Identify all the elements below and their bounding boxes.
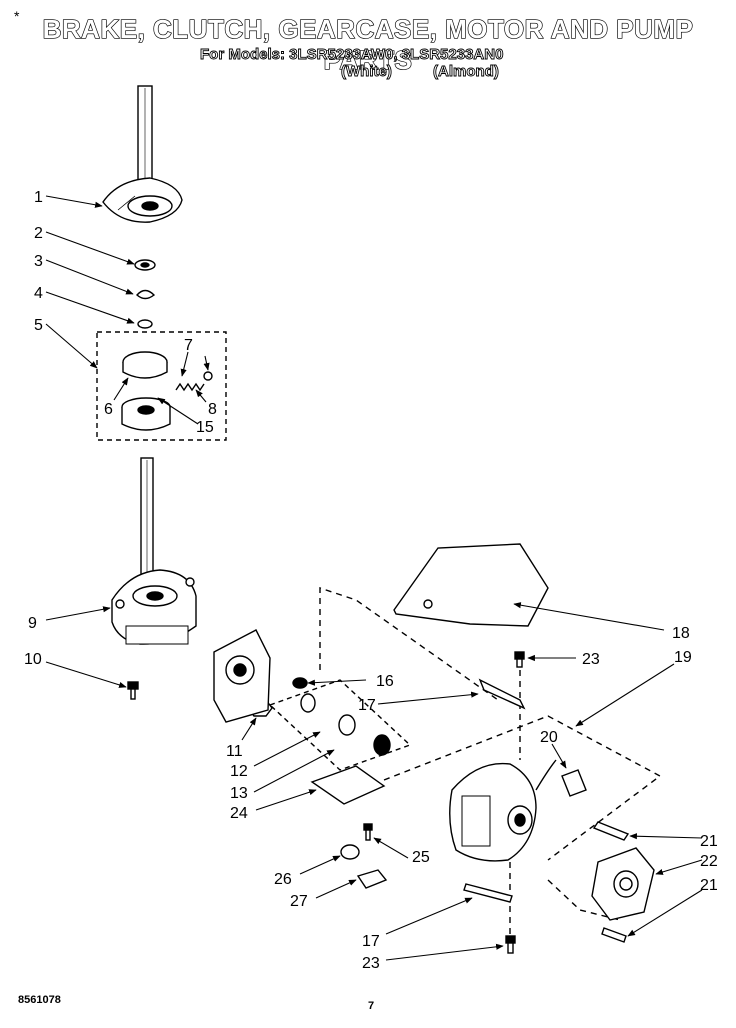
leader-lines [45, 195, 703, 961]
callout-20: 20 [540, 729, 558, 746]
clamp-part [356, 869, 388, 889]
callout-17-lower: 17 [362, 933, 380, 950]
callout-17-upper: 17 [358, 697, 376, 714]
spacer-part [340, 844, 360, 860]
callout-16: 16 [376, 673, 394, 690]
clutch-spring-part [175, 371, 213, 392]
knob-part [292, 677, 308, 689]
coupling-kit-box [268, 679, 412, 771]
connector-part [561, 769, 587, 797]
callout-15: 15 [196, 419, 214, 436]
callout-11: 11 [226, 743, 243, 760]
callout-27: 27 [290, 893, 308, 910]
clutch-kit-box [96, 331, 227, 441]
callout-2: 2 [34, 225, 43, 242]
clamp-screw-part [363, 823, 373, 841]
upper-shaft [137, 85, 153, 203]
small-washer-part [137, 319, 153, 329]
callout-26: 26 [274, 871, 292, 888]
page-number: 7 [368, 1000, 375, 1012]
callout-8: 8 [208, 401, 217, 418]
clip-part-lower [601, 927, 627, 943]
callout-18: 18 [672, 625, 690, 642]
coupling-parts [300, 693, 391, 756]
lower-strap-part [463, 883, 513, 903]
callout-3: 3 [34, 253, 43, 270]
callout-25: 25 [412, 849, 430, 866]
callout-5: 5 [34, 317, 43, 334]
callout-4: 4 [34, 285, 43, 302]
callout-22: 22 [700, 853, 718, 870]
shield-part [393, 543, 549, 627]
callout-12: 12 [230, 763, 248, 780]
callout-13: 13 [230, 785, 248, 802]
callout-9: 9 [28, 615, 37, 632]
callout-6: 6 [104, 401, 113, 418]
retaining-ring-part [136, 289, 156, 300]
clip-part [592, 821, 630, 841]
gearcase-part [111, 569, 197, 645]
callout-1: 1 [34, 189, 43, 206]
callout-24: 24 [230, 805, 248, 822]
variant-white: (White) [341, 63, 393, 81]
lower-screw-part [505, 935, 516, 954]
models-line: For Models: 3LSR5233AW0, 3LSR5233AN0 [200, 46, 504, 64]
callout-21-lower: 21 [700, 877, 718, 894]
callout-19: 19 [674, 649, 692, 666]
brake-cam-part [102, 177, 183, 223]
strap-part [478, 678, 526, 710]
callout-7: 7 [184, 337, 193, 354]
variant-almond: (Almond) [433, 63, 500, 81]
corner-mark: * [14, 8, 20, 24]
page-title: BRAKE, CLUTCH, GEARCASE, MOTOR AND PUMP … [42, 13, 694, 75]
callout-21-upper: 21 [700, 833, 718, 850]
callout-23-lower: 23 [362, 955, 380, 972]
lower-shaft [140, 457, 154, 581]
bolt-part [127, 681, 139, 700]
motor-part [449, 759, 557, 862]
clutch-band-part [122, 351, 168, 379]
drive-plate-part [213, 629, 271, 723]
clutch-part [121, 397, 171, 431]
part-number: 8561078 [18, 994, 61, 1006]
screw-part [514, 651, 525, 668]
pad-part [310, 765, 386, 805]
callout-23-upper: 23 [582, 651, 600, 668]
callout-10: 10 [24, 651, 42, 668]
pump-part [591, 847, 655, 921]
